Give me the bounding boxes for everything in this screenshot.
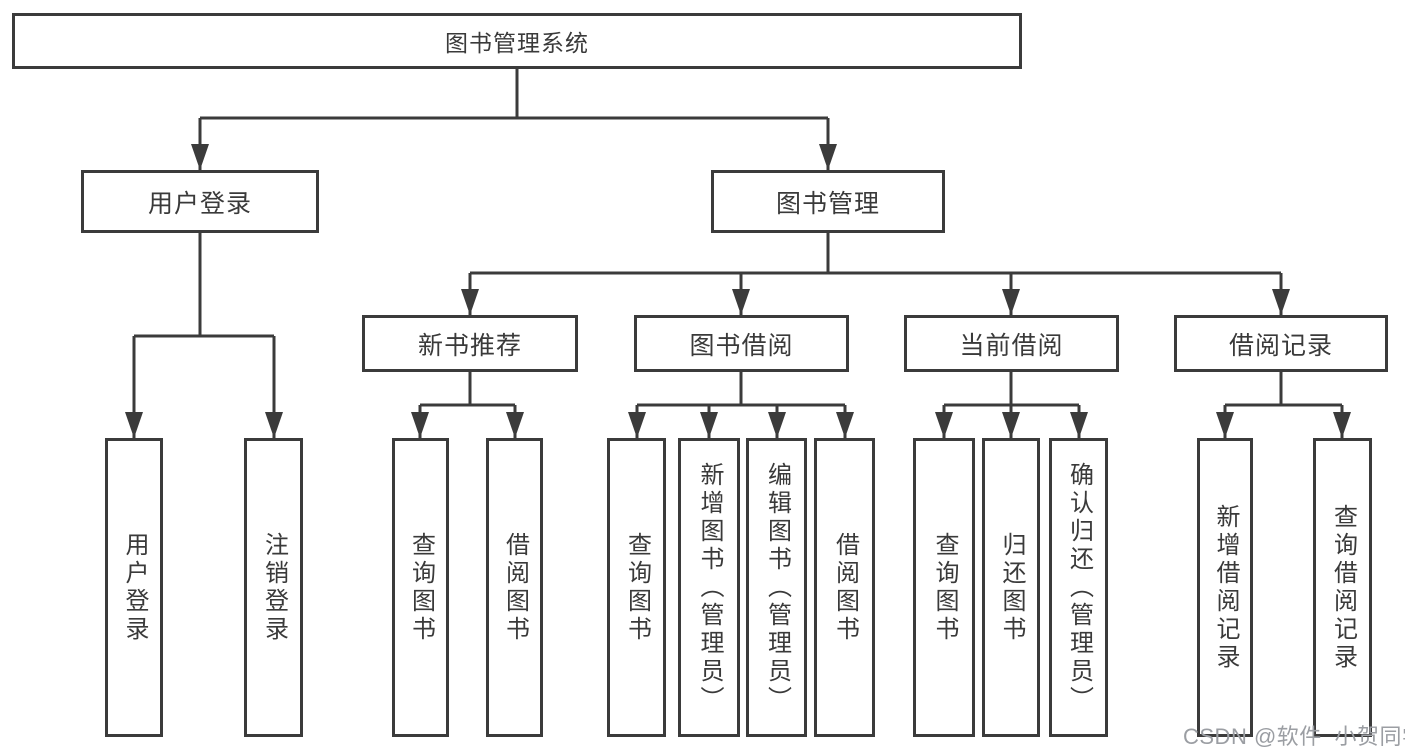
leaf-add-books-admin: 新增图书（管理员） bbox=[678, 438, 740, 737]
leaf-borrow-books-recommend: 借阅图书 bbox=[486, 438, 543, 737]
leaf-query-books-current: 查询图书 bbox=[913, 438, 975, 737]
leaf-user-login: 用户登录 bbox=[105, 438, 163, 737]
leaf-add-borrow-record: 新增借阅记录 bbox=[1197, 438, 1253, 737]
leaf-edit-books-admin: 编辑图书（管理员） bbox=[746, 438, 807, 737]
node-borrowing-records: 借阅记录 bbox=[1174, 315, 1388, 372]
csdn-watermark: CSDN @软件_小贺同学 bbox=[1183, 724, 1405, 747]
node-user-login: 用户登录 bbox=[81, 170, 319, 233]
leaf-query-books-recommend: 查询图书 bbox=[392, 438, 449, 737]
leaf-return-books: 归还图书 bbox=[982, 438, 1040, 737]
leaf-query-borrow-record: 查询借阅记录 bbox=[1313, 438, 1372, 737]
leaf-logout: 注销登录 bbox=[244, 438, 303, 737]
node-library-management-system: 图书管理系统 bbox=[12, 13, 1022, 69]
leaf-borrow-books: 借阅图书 bbox=[814, 438, 875, 737]
leaf-confirm-return-admin: 确认归还（管理员） bbox=[1049, 438, 1108, 737]
node-new-book-recommendation: 新书推荐 bbox=[362, 315, 578, 372]
node-current-borrowing: 当前借阅 bbox=[904, 315, 1119, 372]
node-book-management: 图书管理 bbox=[711, 170, 945, 233]
node-book-borrowing: 图书借阅 bbox=[634, 315, 849, 372]
leaf-query-books-borrow: 查询图书 bbox=[607, 438, 666, 737]
